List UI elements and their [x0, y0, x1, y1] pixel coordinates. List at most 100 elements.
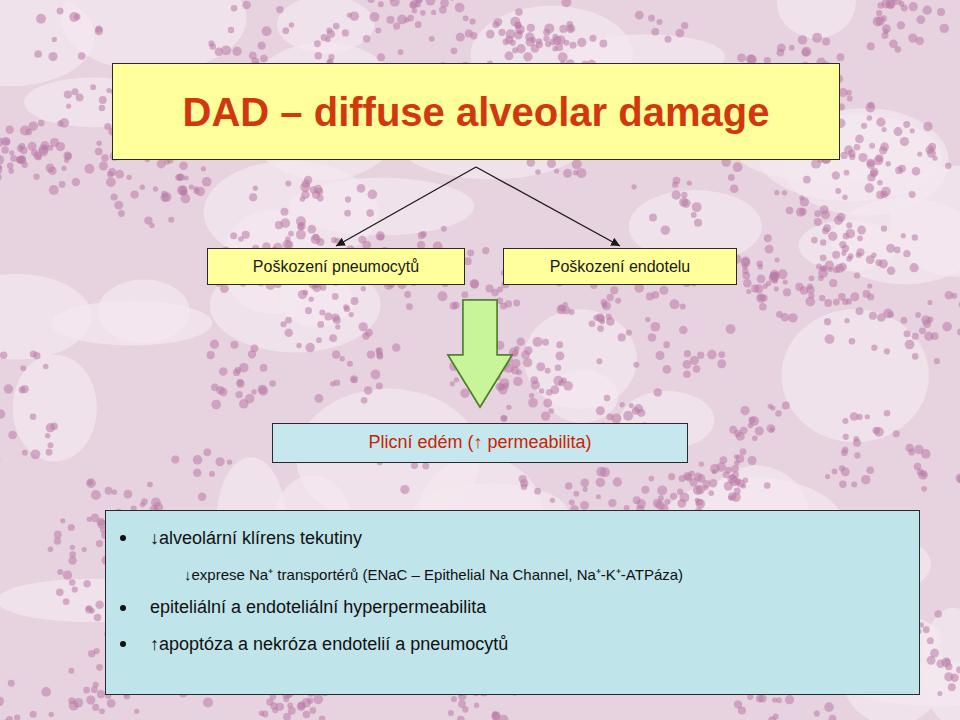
cell-nucleus [846, 229, 856, 239]
cell-nucleus [543, 29, 550, 36]
cell-nucleus [534, 488, 541, 495]
cell-nucleus [957, 328, 960, 335]
process-box: Poškození pneumocytů [207, 248, 465, 285]
cell-nucleus [465, 29, 473, 37]
cell-nucleus [884, 348, 890, 354]
cell-nucleus [0, 456, 1, 462]
cell-nucleus [657, 485, 667, 495]
cell-nucleus [397, 15, 407, 25]
cell-nucleus [820, 254, 827, 261]
cell-nucleus [429, 36, 435, 42]
cell-nucleus [96, 141, 102, 147]
cell-nucleus [563, 169, 572, 178]
cell-nucleus [296, 343, 301, 348]
cell-nucleus [894, 46, 901, 53]
cell-nucleus [857, 235, 863, 241]
cell-nucleus [412, 8, 418, 14]
bullet-dot [120, 535, 126, 541]
cell-nucleus [46, 449, 53, 456]
cell-nucleus [850, 292, 859, 301]
cell-nucleus [193, 455, 202, 464]
cell-nucleus [635, 11, 644, 20]
cell-nucleus [919, 327, 926, 334]
cell-nucleus [646, 293, 654, 301]
cell-nucleus [76, 93, 84, 101]
cell-nucleus [451, 47, 458, 54]
cell-nucleus [898, 165, 906, 173]
cell-nucleus [901, 233, 906, 238]
cell-nucleus [92, 704, 99, 711]
cell-nucleus [441, 226, 447, 232]
cell-nucleus [202, 177, 212, 187]
cell-nucleus [529, 393, 534, 398]
cell-nucleus [78, 52, 86, 60]
cell-nucleus [19, 387, 26, 394]
cell-nucleus [242, 231, 250, 239]
cell-nucleus [876, 154, 884, 162]
cell-nucleus [669, 299, 679, 309]
cell-nucleus [552, 34, 558, 40]
cell-nucleus [513, 300, 520, 307]
cell-nucleus [921, 471, 927, 477]
cell-nucleus [288, 707, 296, 715]
cell-nucleus [927, 316, 933, 322]
cell-nucleus [307, 697, 313, 703]
cell-nucleus [527, 24, 535, 32]
cell-nucleus [203, 448, 211, 456]
cell-nucleus [284, 329, 293, 338]
cell-nucleus [858, 153, 867, 162]
result-box: Plicní edém (↑ permeabilita) [272, 423, 688, 463]
cell-nucleus [631, 184, 636, 189]
cell-nucleus [841, 467, 850, 476]
cell-nucleus [300, 196, 306, 202]
cell-nucleus [304, 176, 312, 184]
cell-nucleus [555, 364, 561, 370]
cell-nucleus [828, 232, 837, 241]
cell-nucleus [861, 475, 870, 484]
cell-nucleus [849, 154, 855, 160]
cell-nucleus [230, 341, 238, 349]
cell-nucleus [523, 358, 532, 367]
cell-nucleus [390, 0, 400, 7]
cell-nucleus [331, 237, 337, 243]
cell-nucleus [577, 38, 586, 47]
cell-nucleus [541, 411, 550, 420]
cell-nucleus [420, 10, 426, 16]
cell-nucleus [832, 171, 840, 179]
cell-nucleus [681, 22, 688, 29]
cell-nucleus [854, 144, 861, 151]
cell-nucleus [945, 163, 951, 169]
cell-nucleus [709, 479, 717, 487]
cell-nucleus [313, 694, 323, 704]
block-arrow [448, 300, 512, 407]
cell-nucleus [596, 406, 605, 415]
cell-nucleus [46, 423, 55, 432]
cell-nucleus [500, 303, 507, 310]
cell-nucleus [528, 398, 538, 408]
node-text: Poškození endotelu [550, 257, 691, 276]
cell-nucleus [270, 702, 277, 709]
cell-nucleus [398, 49, 404, 55]
cell-nucleus [825, 474, 830, 479]
cell-nucleus [83, 687, 90, 694]
cell-nucleus [69, 551, 76, 558]
cell-nucleus [364, 386, 373, 395]
cell-nucleus [679, 198, 688, 207]
cell-nucleus [461, 291, 468, 298]
cell-nucleus [774, 190, 779, 195]
cell-nucleus [876, 10, 882, 16]
cell-nucleus [530, 376, 538, 384]
cell-nucleus [501, 415, 507, 421]
cell-nucleus [599, 40, 607, 48]
cell-nucleus [289, 22, 295, 28]
cell-nucleus [466, 380, 474, 388]
cell-nucleus [134, 709, 139, 714]
cell-nucleus [316, 238, 324, 246]
cell-nucleus [782, 190, 787, 195]
cell-nucleus [670, 493, 677, 500]
cell-nucleus [604, 395, 611, 402]
cell-nucleus [912, 353, 919, 360]
cell-nucleus [422, 462, 429, 469]
cell-nucleus [52, 37, 57, 42]
cell-nucleus [376, 382, 383, 389]
